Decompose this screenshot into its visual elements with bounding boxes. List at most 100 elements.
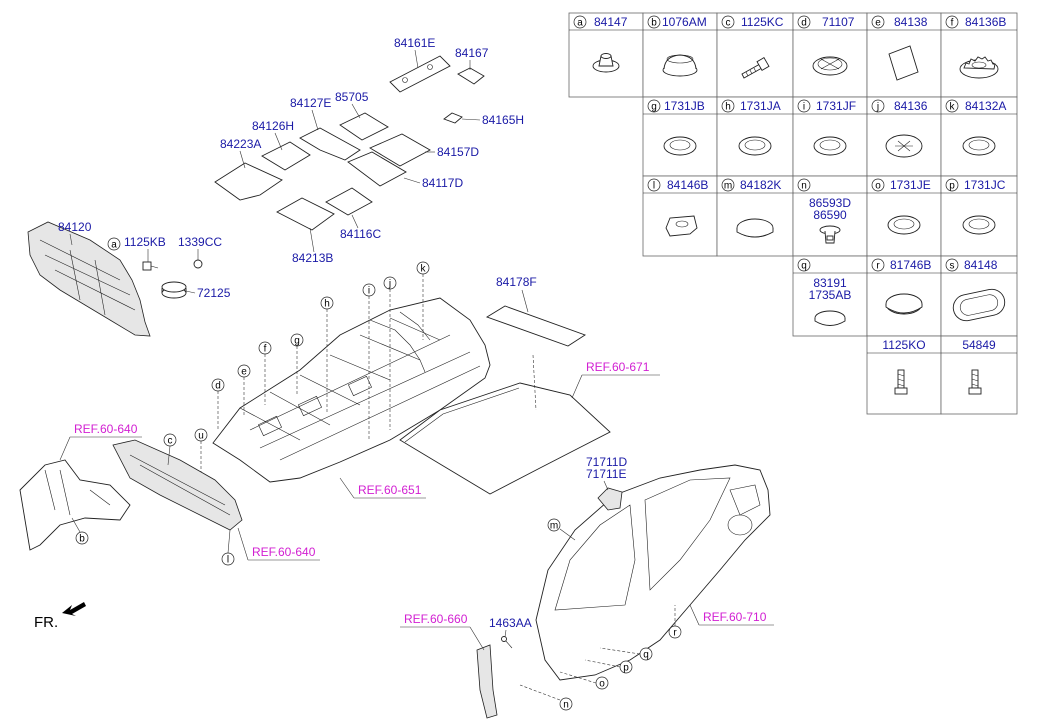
table-cell-f[interactable]: f 84136B	[940, 12, 1018, 98]
roof-panel[interactable]	[399, 382, 611, 495]
bracket-71711[interactable]	[597, 487, 623, 511]
label-85705: 85705	[335, 90, 369, 104]
table-cell-e[interactable]: e 84138	[866, 12, 942, 98]
cell-part-number: 83191	[813, 276, 847, 290]
table-cell-c[interactable]: c 1125KC	[716, 12, 794, 98]
svg-text:h: h	[324, 299, 330, 310]
label-84161E: 84161E	[394, 36, 435, 50]
ring-plug-icon	[962, 136, 996, 156]
clip-icon	[592, 53, 620, 73]
label-84116C: 84116C	[340, 227, 381, 241]
table-cell-i[interactable]: i 1731JF	[792, 96, 868, 177]
table-cell-n[interactable]: n 86593D 86590	[792, 175, 868, 257]
ref-60-671[interactable]: REF.60-671	[586, 360, 650, 374]
cell-part-number: 84148	[964, 258, 998, 272]
table-cell-54849[interactable]: 54849	[940, 335, 1018, 415]
dome-plug-icon	[662, 54, 698, 77]
label-1463AA: 1463AA	[489, 616, 532, 630]
floor-panel[interactable]	[212, 297, 491, 483]
pad-84213B[interactable]	[276, 197, 335, 231]
table-cell-g[interactable]: g 1731JB	[642, 96, 718, 177]
rear-pillar-bracket[interactable]	[476, 644, 498, 719]
table-cell-d[interactable]: d 71107	[792, 12, 868, 98]
svg-text:q: q	[643, 650, 649, 661]
pad-85705[interactable]	[339, 112, 389, 141]
pad-84127E[interactable]	[299, 127, 361, 161]
front-side-member[interactable]	[19, 459, 131, 551]
svg-text:r: r	[673, 628, 677, 639]
table-cell-m[interactable]: m 84182K	[716, 175, 794, 257]
pad-84165H[interactable]	[443, 112, 463, 124]
front-arrow-icon	[62, 602, 86, 616]
cell-letter: d	[801, 18, 807, 29]
cell-letter: o	[875, 181, 881, 192]
table-cell-b[interactable]: b 1076AM	[642, 12, 718, 98]
svg-text:u: u	[198, 431, 204, 442]
svg-text:o: o	[599, 679, 605, 690]
table-cell-h[interactable]: h 1731JA	[716, 96, 794, 177]
front-label: FR.	[34, 614, 58, 631]
cell-part-number: 1125KO	[882, 338, 925, 352]
nut-1339CC[interactable]	[193, 259, 203, 269]
cell-part-number: 1731JF	[816, 99, 856, 113]
cell-part-number: 1125KC	[741, 15, 784, 29]
ring-plug-icon	[663, 136, 697, 156]
table-cell-p[interactable]: p 1731JC	[940, 175, 1018, 257]
ref-60-640-upper[interactable]: REF.60-640	[74, 422, 138, 436]
ring-plug-icon	[887, 215, 921, 235]
pad-84178F[interactable]	[485, 305, 587, 347]
pad-84126H[interactable]	[261, 141, 311, 171]
pad-84167[interactable]	[457, 67, 485, 85]
cell-letter: r	[876, 261, 880, 272]
grommet-72125[interactable]	[161, 281, 187, 299]
cross-plug-icon	[812, 56, 848, 76]
label-84127E: 84127E	[290, 96, 331, 110]
label-71711E: 71711E	[586, 467, 626, 481]
cell-letter: a	[577, 18, 583, 29]
pad-84223A[interactable]	[214, 162, 283, 201]
table-cell-j[interactable]: j 84136	[866, 96, 942, 177]
table-cell-k[interactable]: k 84132A	[940, 96, 1018, 177]
bolt-1463AA[interactable]	[501, 636, 513, 649]
cell-letter: g	[651, 102, 657, 113]
label-84157D: 84157D	[437, 145, 479, 159]
table-cell-o[interactable]: o 1731JE	[866, 175, 942, 257]
cell-letter: e	[875, 18, 881, 29]
bolt-1125KB[interactable]	[142, 261, 159, 271]
svg-text:p: p	[623, 663, 629, 674]
cell-part-number: 71107	[822, 15, 855, 29]
table-cell-q[interactable]: q 83191 1735AB	[792, 255, 868, 337]
pad-84117D[interactable]	[347, 151, 407, 187]
cell-part-number: 84147	[594, 15, 628, 29]
ring-plug-icon	[962, 215, 996, 235]
table-cell-1125KO[interactable]: 1125KO	[866, 335, 942, 415]
cell-part-number: 1731JC	[964, 178, 1006, 192]
pad-84116C[interactable]	[325, 187, 373, 216]
svg-text:d: d	[215, 381, 221, 392]
bolt-icon	[741, 57, 770, 79]
table-cell-a[interactable]: a 84147	[568, 12, 644, 98]
oval-grommet-icon	[952, 288, 1006, 322]
cell-part-number: 1076AM	[662, 15, 707, 29]
ref-60-651[interactable]: REF.60-651	[358, 483, 422, 497]
ref-60-640-lower[interactable]: REF.60-640	[252, 545, 316, 559]
pad-84157D[interactable]	[369, 133, 431, 167]
svg-text:n: n	[563, 700, 569, 711]
label-84126H: 84126H	[252, 119, 294, 133]
ref-60-660[interactable]: REF.60-660	[404, 612, 468, 626]
label-1125KB: 1125KB	[124, 235, 166, 249]
table-cell-s[interactable]: s 84148	[940, 255, 1018, 337]
callout-a	[107, 237, 121, 251]
label-84167: 84167	[455, 46, 489, 60]
pad-84161E[interactable]	[389, 55, 451, 93]
cowl-dash-lower[interactable]	[112, 439, 243, 531]
svg-text:l: l	[227, 555, 229, 566]
cell-part-number: 84136	[894, 99, 928, 113]
dash-panel-84120[interactable]	[27, 221, 151, 337]
table-cell-r[interactable]: r 81746B	[866, 255, 942, 337]
label-72125: 72125	[197, 286, 231, 300]
ref-60-710[interactable]: REF.60-710	[703, 610, 767, 624]
table-cell-l[interactable]: l 84146B	[642, 175, 718, 257]
cell-letter: k	[950, 102, 956, 113]
side-body-panel[interactable]	[535, 464, 771, 681]
